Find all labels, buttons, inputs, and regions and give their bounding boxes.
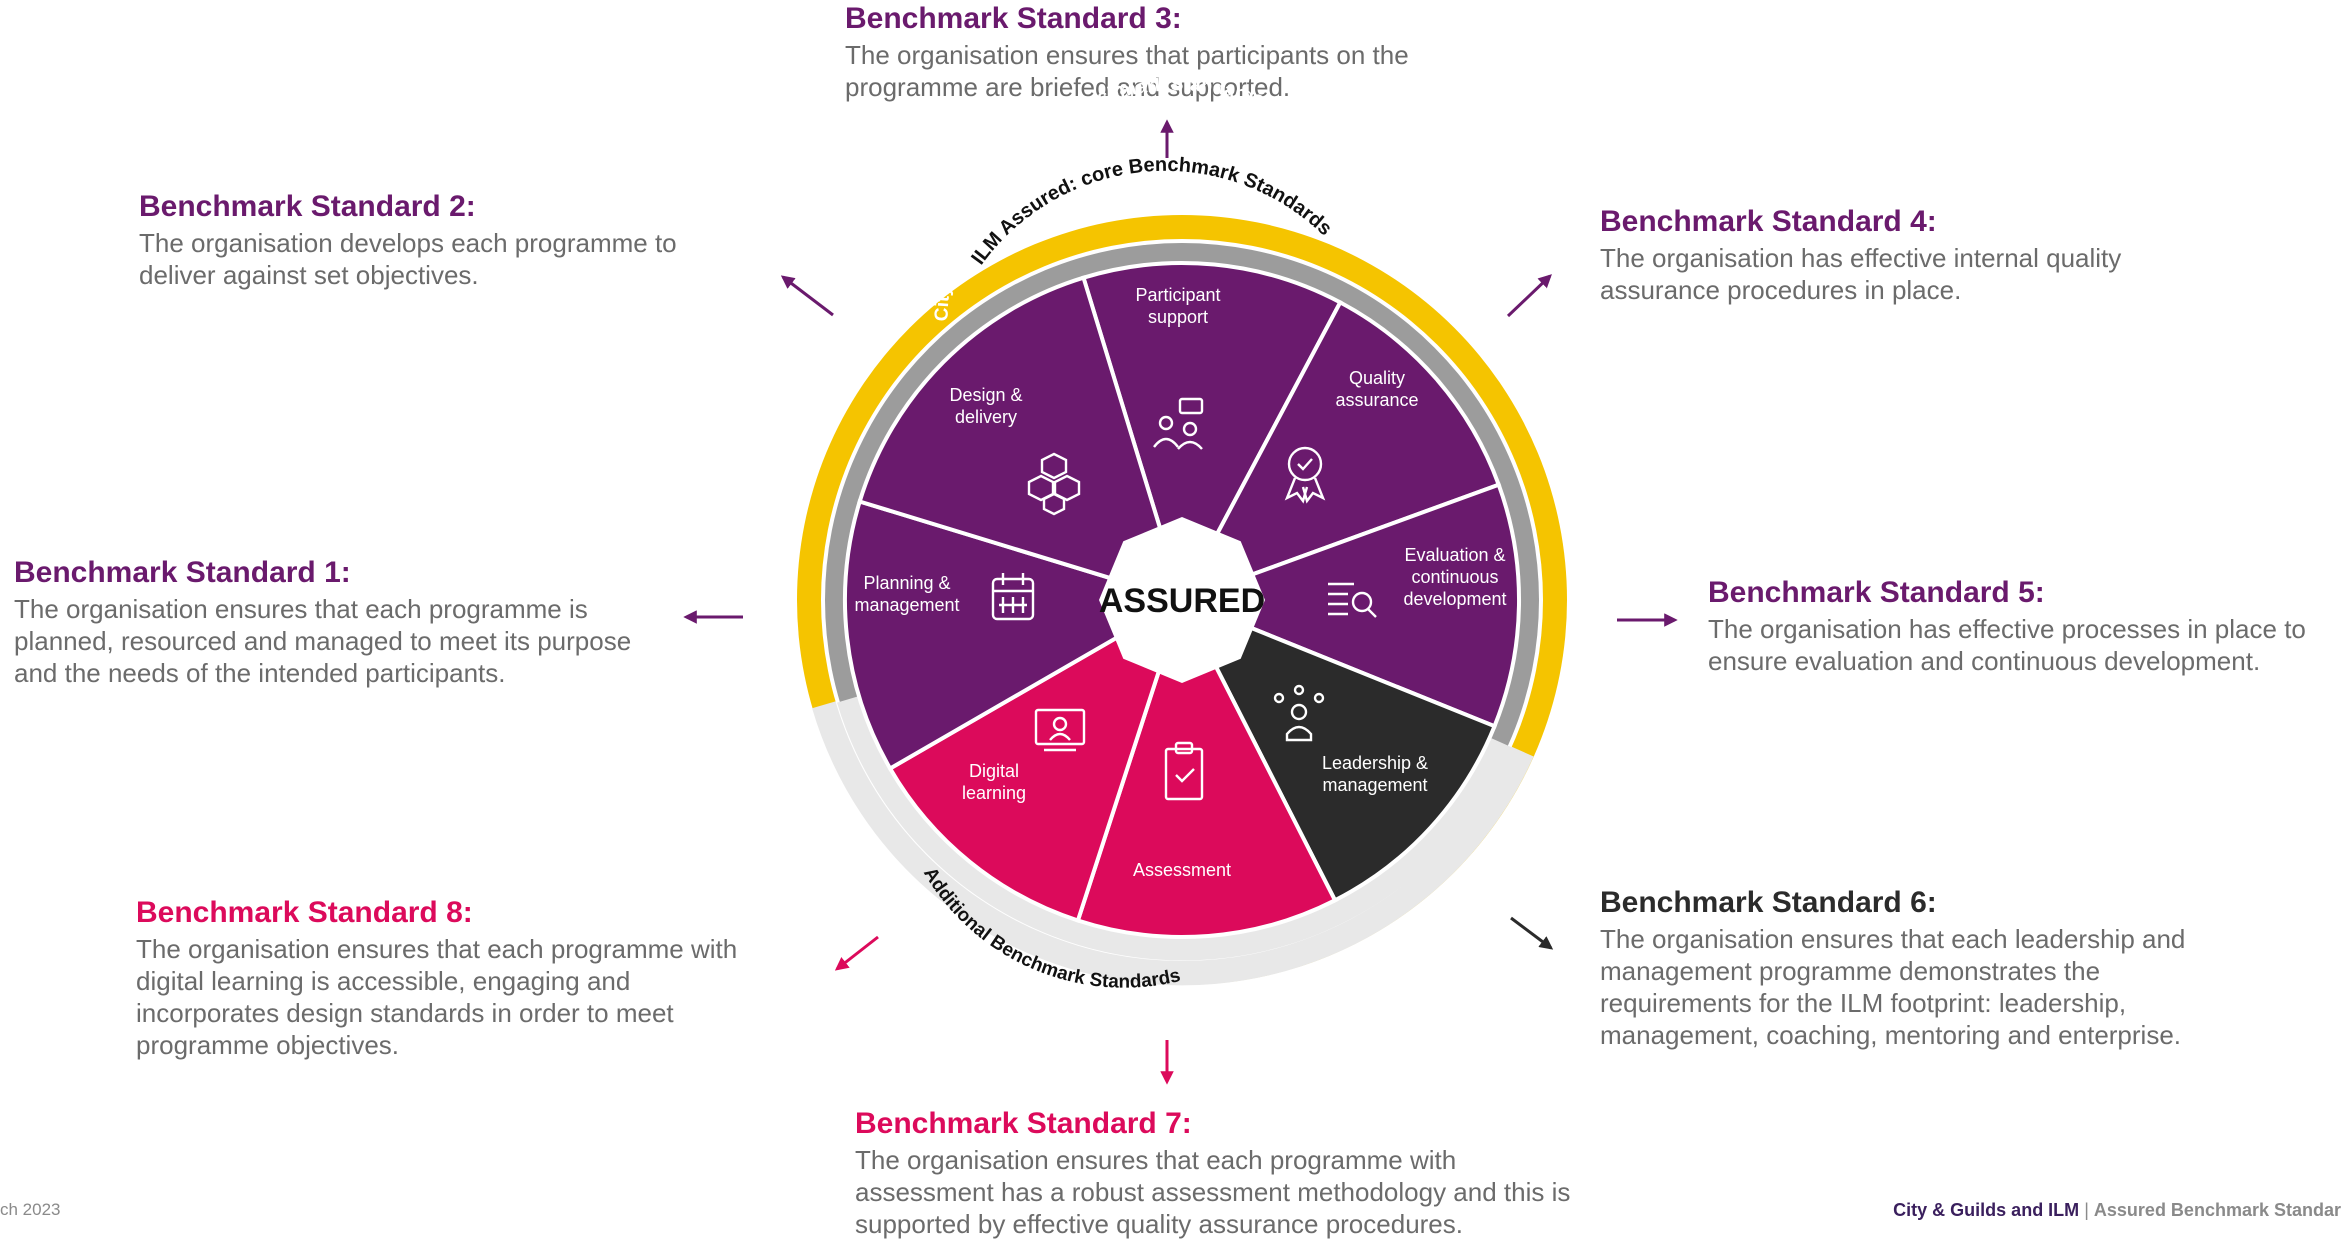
wheel-segment-label-line: Digital	[969, 761, 1019, 781]
wheel-segment	[887, 595, 1186, 924]
wheel-segment-label-line: Evaluation &	[1404, 545, 1505, 565]
wheel-segment-label-line: continuous	[1411, 567, 1498, 587]
benchmark-standard-6-desc: The organisation ensures that each leade…	[1600, 924, 2186, 1050]
footer-separator: |	[2084, 1200, 2089, 1220]
benchmark-standard-7: Benchmark Standard 7: The organisation e…	[855, 1107, 1575, 1240]
wheel-segment-label: Planning &management	[854, 573, 959, 615]
wheel-segment-label-line: management	[854, 595, 959, 615]
benchmark-standard-4-title: Benchmark Standard 4:	[1600, 205, 1937, 238]
benchmark-standard-8: Benchmark Standard 8: The organisation e…	[136, 896, 766, 1061]
wheel-segment-label: Assessment	[1133, 860, 1231, 880]
benchmark-standard-7-title: Benchmark Standard 7:	[855, 1107, 1192, 1140]
wheel-segment-label-line: Planning &	[863, 573, 950, 593]
wheel-segment-label-line: management	[1322, 775, 1427, 795]
people-chat-icon	[1153, 397, 1204, 450]
benchmark-standard-4-desc: The organisation has effective internal …	[1600, 243, 2122, 305]
wheel-segment	[1081, 260, 1343, 606]
benchmark-standard-2-desc: The organisation develops each programme…	[139, 228, 677, 290]
list-search-icon	[1328, 582, 1377, 618]
center-label: ASSURED	[1099, 582, 1265, 620]
arrow-standard-4	[1506, 274, 1552, 318]
wheel-segment-label-line: Design &	[949, 385, 1022, 405]
arrow-standard-8	[834, 935, 879, 971]
benchmark-standard-4: Benchmark Standard 4: The organisation h…	[1600, 205, 2160, 306]
wheel-segment-label-line: assurance	[1335, 390, 1418, 410]
cubes-icon	[1027, 452, 1081, 516]
wheel-segment-label-line: Leadership &	[1322, 753, 1428, 773]
benchmark-standard-1-desc: The organisation ensures that each progr…	[14, 594, 632, 688]
footer-document-title: Assured Benchmark Standar	[2093, 1200, 2341, 1220]
leader-group-icon	[1273, 684, 1325, 742]
clipboard-check-icon	[1164, 741, 1204, 801]
benchmark-standard-3-title: Benchmark Standard 3:	[845, 2, 1182, 35]
arrow-standard-2	[780, 275, 834, 317]
benchmark-standard-2-title: Benchmark Standard 2:	[139, 190, 476, 223]
wheel-segment	[1075, 594, 1338, 939]
footer-brand-line: City & Guilds and ILM | Assured Benchmar…	[1893, 1200, 2341, 1221]
wheel-segment-label-line: support	[1148, 307, 1208, 327]
wheel-segment	[1176, 482, 1522, 729]
wheel-segment-label-line: learning	[962, 783, 1026, 803]
wheel-segment-label-line: Assessment	[1133, 860, 1231, 880]
benchmark-standard-1: Benchmark Standard 1: The organisation e…	[14, 556, 664, 689]
wheel-segment-label-line: development	[1403, 589, 1506, 609]
calendar-icon	[991, 573, 1035, 621]
screen-person-icon	[1034, 708, 1086, 752]
wheel-segment-label: Leadership &management	[1322, 753, 1428, 795]
wheel-segment-label-line: delivery	[955, 407, 1017, 427]
benchmark-standard-5-title: Benchmark Standard 5:	[1708, 576, 2045, 609]
wheel-segment	[842, 499, 1187, 772]
benchmark-standard-6-title: Benchmark Standard 6:	[1600, 886, 1937, 919]
benchmark-standard-5-desc: The organisation has effective processes…	[1708, 614, 2306, 676]
benchmark-standard-3-desc: The organisation ensures that participan…	[845, 40, 1409, 102]
benchmark-standard-3: Benchmark Standard 3: The organisation e…	[845, 2, 1445, 103]
footer-date: ch 2023	[0, 1200, 61, 1219]
benchmark-standard-6: Benchmark Standard 6: The organisation e…	[1600, 886, 2240, 1051]
arrow-standard-6	[1510, 916, 1554, 950]
benchmark-standard-5: Benchmark Standard 5: The organisation h…	[1708, 576, 2338, 677]
center-octagon	[1099, 517, 1265, 683]
wheel-segment	[1177, 596, 1498, 903]
footer-brand: City & Guilds and ILM	[1893, 1200, 2080, 1220]
award-badge-icon	[1284, 446, 1326, 504]
benchmark-standard-7-desc: The organisation ensures that each progr…	[855, 1145, 1571, 1239]
benchmark-standard-8-title: Benchmark Standard 8:	[136, 896, 473, 929]
wheel-segment-label-line: Quality	[1349, 368, 1405, 388]
benchmark-standard-8-desc: The organisation ensures that each progr…	[136, 934, 738, 1060]
wheel-segment	[857, 275, 1186, 604]
wheel-segment-label: Design &delivery	[949, 385, 1022, 427]
wheel-segment	[1177, 299, 1502, 604]
benchmark-standard-2: Benchmark Standard 2: The organisation d…	[139, 190, 679, 291]
benchmark-standard-1-title: Benchmark Standard 1:	[14, 556, 351, 589]
wheel-segment-label-line: Participant	[1135, 285, 1220, 305]
